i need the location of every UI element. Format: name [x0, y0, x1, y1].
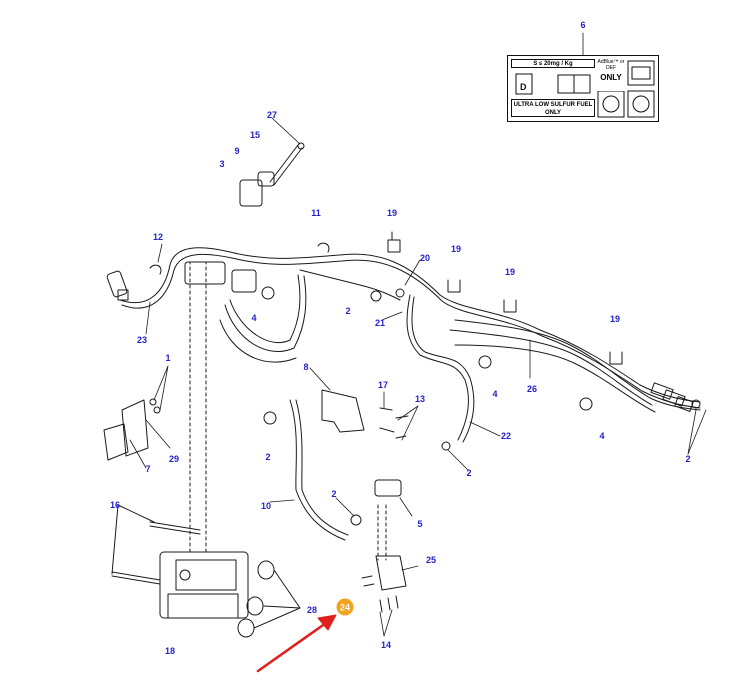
end-connectors — [650, 382, 701, 412]
only-text: ONLY — [600, 73, 622, 82]
callout: 7 — [145, 464, 151, 474]
callout: 19 — [386, 208, 398, 218]
container-icon — [597, 91, 625, 118]
highlighted-callout: 24 — [336, 598, 354, 616]
callout: 8 — [303, 362, 309, 372]
callout: 18 — [164, 646, 176, 656]
callout: 13 — [414, 394, 426, 404]
callout: 2 — [331, 489, 337, 499]
callout: 21 — [374, 318, 386, 328]
callout: 17 — [377, 380, 389, 390]
callout: 20 — [419, 253, 431, 263]
callout: 6 — [580, 20, 586, 30]
leader-lines — [129, 32, 707, 637]
pointer-arrow — [256, 614, 337, 673]
callout: 11 — [311, 208, 321, 218]
clamp-assembly — [239, 142, 305, 207]
callout: 2 — [345, 306, 351, 316]
fuel-warning: ULTRA LOW SULFUR FUEL ONLY — [511, 99, 595, 117]
callout: 3 — [219, 159, 225, 169]
callout: 27 — [266, 110, 278, 120]
callout: 4 — [492, 389, 498, 399]
callout: 23 — [136, 335, 148, 345]
callout: 10 — [260, 501, 272, 511]
left-connector — [106, 270, 129, 301]
callout: 26 — [526, 384, 538, 394]
callout: 16 — [109, 500, 121, 510]
filter-assembly — [361, 479, 407, 613]
callout: 12 — [152, 232, 164, 242]
fuel-lines — [119, 247, 701, 541]
callout: 14 — [380, 640, 392, 650]
callout: 1 — [165, 353, 171, 363]
callout: 28 — [306, 605, 318, 615]
callout: 2 — [265, 452, 271, 462]
fuel-pump-icon: D — [515, 73, 591, 95]
callout: 19 — [450, 244, 462, 254]
callout: 15 — [249, 130, 261, 140]
callout: 25 — [425, 555, 437, 565]
callout: 29 — [168, 454, 180, 464]
harness-clips — [149, 242, 593, 526]
bolts-16 — [111, 504, 201, 585]
sulfur-spec: S ≤ 20mg / Kg — [511, 59, 595, 68]
adblue-text: AdBlue™ or DEF — [597, 59, 625, 71]
callout: 22 — [500, 431, 512, 441]
callout: 2 — [685, 454, 691, 464]
callout: 2 — [466, 468, 472, 478]
spacers-28 — [237, 560, 301, 638]
pipe-clips — [387, 231, 623, 365]
bracket-29 — [103, 398, 161, 461]
fuel-pump — [159, 261, 249, 619]
callout: 19 — [609, 314, 621, 324]
bracket-8 — [321, 389, 409, 439]
callout: 19 — [504, 267, 516, 277]
callout: 5 — [417, 519, 423, 529]
callout: 9 — [234, 146, 240, 156]
fuel-decal: S ≤ 20mg / Kg D ULTRA LOW SULFUR FUEL ON… — [507, 55, 659, 122]
svg-text:D: D — [520, 82, 527, 92]
callout: 4 — [251, 313, 257, 323]
book-icon — [627, 60, 655, 118]
callout: 4 — [599, 431, 605, 441]
